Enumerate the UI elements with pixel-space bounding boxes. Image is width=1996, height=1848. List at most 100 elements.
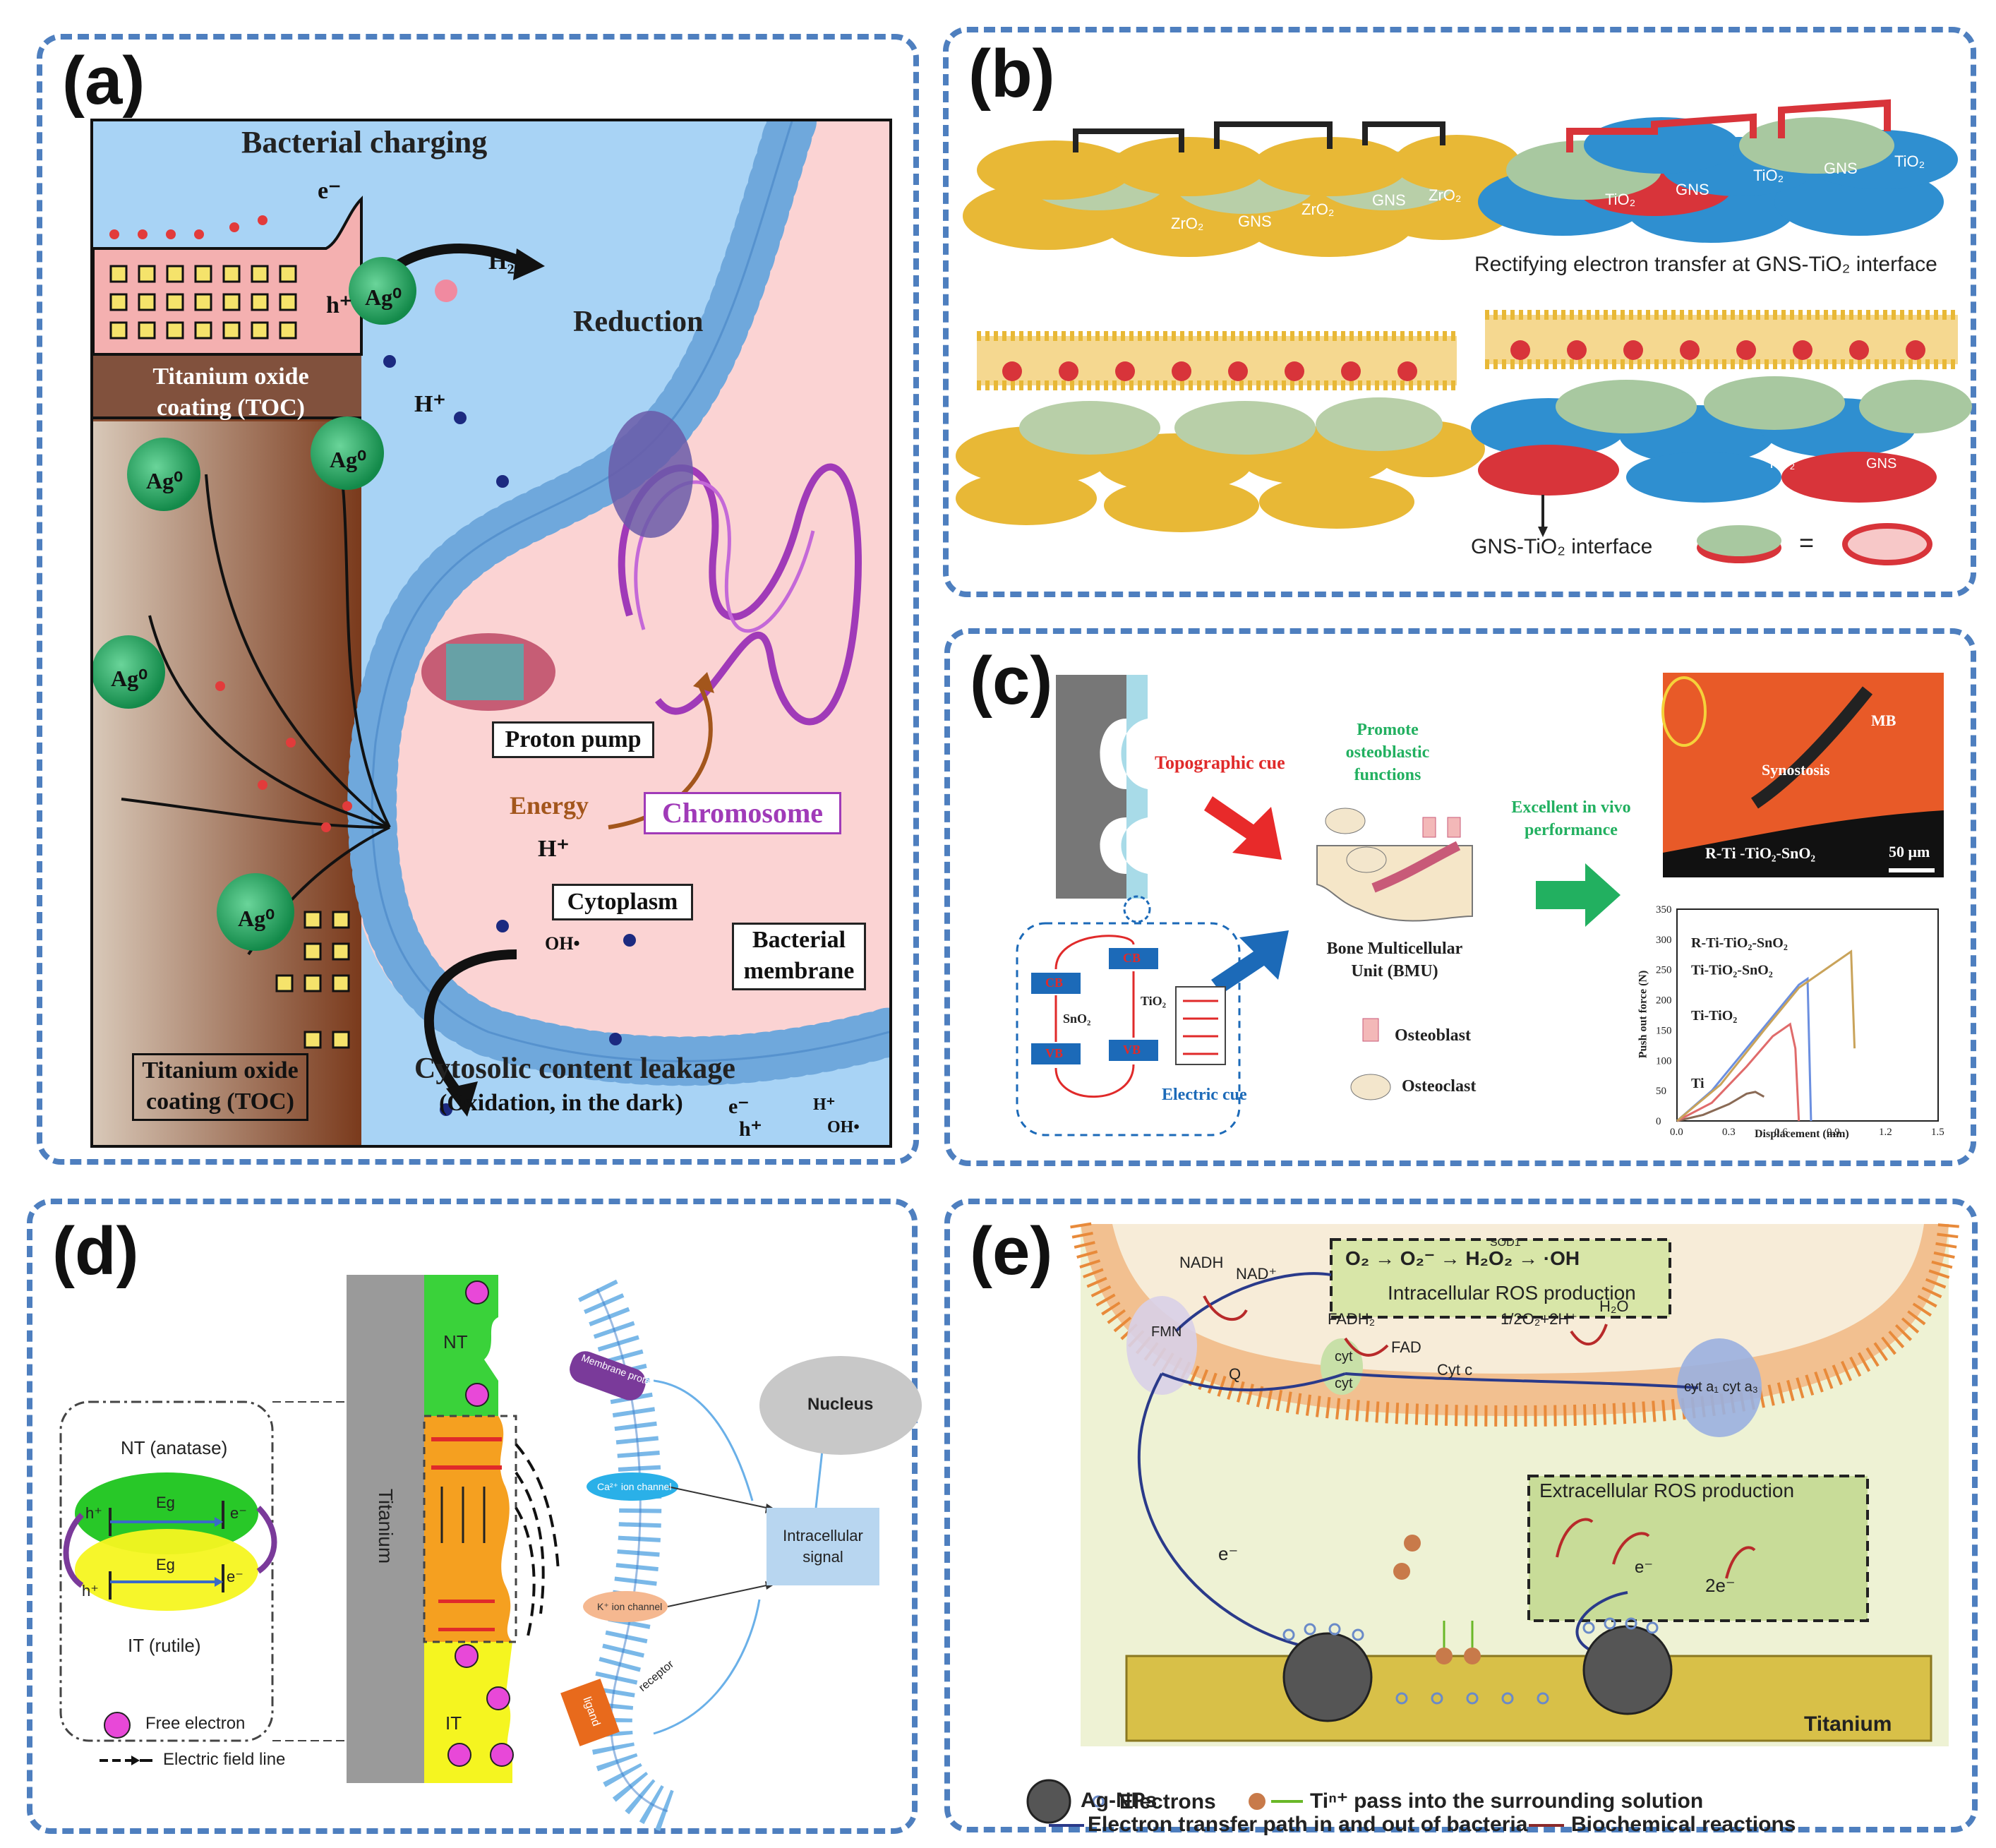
chart-xlabel: Displacement (mm): [1755, 1128, 1849, 1140]
titanium-bar: [1125, 1655, 1932, 1742]
chart-ytick-label: 200: [1656, 995, 1672, 1007]
micro-sample-label: R-Ti -TiO₂-SnO₂: [1705, 844, 1816, 862]
panel-a-label: (a): [62, 43, 145, 119]
chromosome-label: Chromosome: [644, 792, 841, 834]
e-minus-label: e⁻: [318, 178, 342, 204]
nt-region: [424, 1275, 498, 1416]
micro-syn-label: Synostosis: [1762, 761, 1830, 779]
tio2-gns-stack: [1478, 99, 1958, 243]
panel-b: (b): [943, 27, 1976, 597]
chart-series-line: [1676, 1022, 1800, 1122]
bmu-label: Bone Multicellular Unit (BMU): [1326, 940, 1463, 980]
h2o-label: H₂O: [1599, 1297, 1629, 1315]
chart-xtick-label: 1.5: [1931, 1127, 1944, 1138]
legend-hplus-ion: H⁺: [813, 1096, 836, 1114]
legend-ti-label: Tiⁿ⁺ pass into the surrounding solution: [1310, 1789, 1704, 1813]
intracellular-ros-box: [1330, 1238, 1671, 1319]
bottom-left-membrane: [956, 331, 1485, 532]
promote-label: Promote osteoblastic functions: [1345, 721, 1430, 784]
titanium-label: Titanium: [375, 1488, 397, 1564]
ag0-label-2: Ag⁰: [146, 468, 183, 493]
chart-ytick-label: 250: [1656, 965, 1672, 976]
extra-title-label: Extracellular ROS production: [1539, 1480, 1795, 1501]
chart-xtick-label: 0.6: [1774, 1127, 1788, 1138]
intra-chain-label: O₂ → O₂⁻ → H₂O₂ → ·OH: [1345, 1247, 1580, 1269]
panel-d-label: (d): [52, 1213, 139, 1289]
chart-ytick-label: 50: [1656, 1086, 1666, 1097]
chart-xtick-label: 0.3: [1722, 1127, 1736, 1138]
cyt-label-1: cyt: [1335, 1349, 1353, 1364]
chart-xtick-label: 0.9: [1827, 1127, 1840, 1138]
two-e-label: 2e⁻: [1705, 1575, 1736, 1596]
intra-title-label: Intracellular ROS production: [1388, 1282, 1636, 1304]
legend-electrons-label: Electrons: [1119, 1790, 1216, 1813]
fmn-label: FMN: [1151, 1324, 1182, 1340]
gns-label-4: GNS: [1824, 160, 1858, 177]
titanium-bar-label: Titanium: [1804, 1712, 1892, 1736]
panel-d: (d): [27, 1199, 922, 1834]
cb-label-2: CB: [1123, 951, 1141, 965]
chart-series-label: Ti-TiO₂-SnO₂: [1691, 963, 1773, 978]
legend-e: e⁻: [728, 1095, 750, 1118]
bacterial-membrane-label: Bacterial membrane: [732, 923, 866, 990]
chromosome-loops: [618, 463, 862, 726]
vb-label-1: VB: [1045, 1046, 1064, 1060]
panel-c-label: (c): [970, 643, 1053, 719]
chart-ytick-label: 350: [1656, 904, 1672, 916]
it-label: IT: [445, 1712, 462, 1734]
fad-label: FAD: [1391, 1338, 1421, 1356]
tio2-label: TiO₂: [1141, 994, 1167, 1008]
ca-channel: [587, 1472, 678, 1501]
chart-xtick-label: 1.2: [1879, 1127, 1892, 1138]
oh-label: OH•: [545, 933, 580, 954]
toc-bottom-label: Titanium oxide coating (TOC): [132, 1053, 308, 1121]
nucleus-shape: [759, 1356, 922, 1455]
legend-ag-label: Ag-NPs: [1081, 1789, 1158, 1812]
chart-ytick-label: 100: [1656, 1055, 1672, 1067]
chart-series-label: R-Ti-TiO₂-SnO₂: [1691, 935, 1788, 951]
k-channel-label: K⁺ ion channel: [597, 1601, 663, 1612]
bottom-right-membrane: [1471, 310, 1972, 537]
rectifying-label: Rectifying electron transfer at GNS-TiO₂…: [1474, 253, 1937, 276]
micro-mb-label: MB: [1871, 712, 1896, 729]
cyta-label: cyt a₁ cyt a₃: [1684, 1379, 1758, 1395]
free-electron-label: Free electron: [145, 1714, 246, 1733]
panel-c: (c): [944, 628, 1976, 1166]
osteoclast-label: Osteoclast: [1402, 1077, 1477, 1096]
zro2-gns-stack: [963, 121, 1520, 257]
membrane-protein: [570, 1351, 646, 1400]
e-minus-label-2: e⁻: [1635, 1558, 1654, 1577]
h2-label: H₂: [488, 248, 515, 275]
reduction-label: Reduction: [573, 306, 704, 338]
equals-label: =: [1799, 528, 1815, 557]
panel-e-art: [1026, 1222, 1959, 1827]
oxidation-label: (Oxidation, in the dark): [439, 1090, 683, 1116]
chart-ytick-label: 0: [1656, 1116, 1661, 1127]
gns-label-3: GNS: [1676, 181, 1709, 198]
k-channel: [583, 1591, 668, 1622]
sno2-label: SnO₂: [1063, 1012, 1091, 1026]
nt-label: NT: [443, 1331, 468, 1352]
cytc-label: Cyt c: [1437, 1361, 1473, 1379]
chart-ytick-label: 300: [1656, 935, 1672, 946]
tio2-label-2: TiO₂: [1753, 167, 1784, 184]
panel-e-label: (e): [970, 1213, 1053, 1289]
green-arrow: [1536, 863, 1621, 927]
bacterial-charging-title: Bacterial charging: [241, 125, 488, 160]
proton-pump-label: Proton pump: [492, 721, 654, 758]
panel-d-art: [59, 1275, 922, 1832]
scalebar-label: 50 μm: [1889, 843, 1930, 860]
chart-series-line: [1676, 949, 1856, 1122]
nadh-label: NADH: [1179, 1254, 1224, 1271]
electric-label: Electric cue: [1162, 1086, 1247, 1104]
gns-label-5: GNS: [1866, 456, 1897, 472]
panel-e: (e): [944, 1199, 1978, 1836]
it-rutile-label: IT (rutile): [128, 1635, 201, 1656]
eg-label-1: Eg: [156, 1494, 175, 1511]
chart-ylabel: Push out force (N): [1637, 970, 1649, 1059]
leakage-label: Cytosolic content leakage: [414, 1052, 735, 1085]
tio2-label-3: TiO₂: [1894, 152, 1925, 170]
panel-b-art: [956, 99, 1972, 565]
